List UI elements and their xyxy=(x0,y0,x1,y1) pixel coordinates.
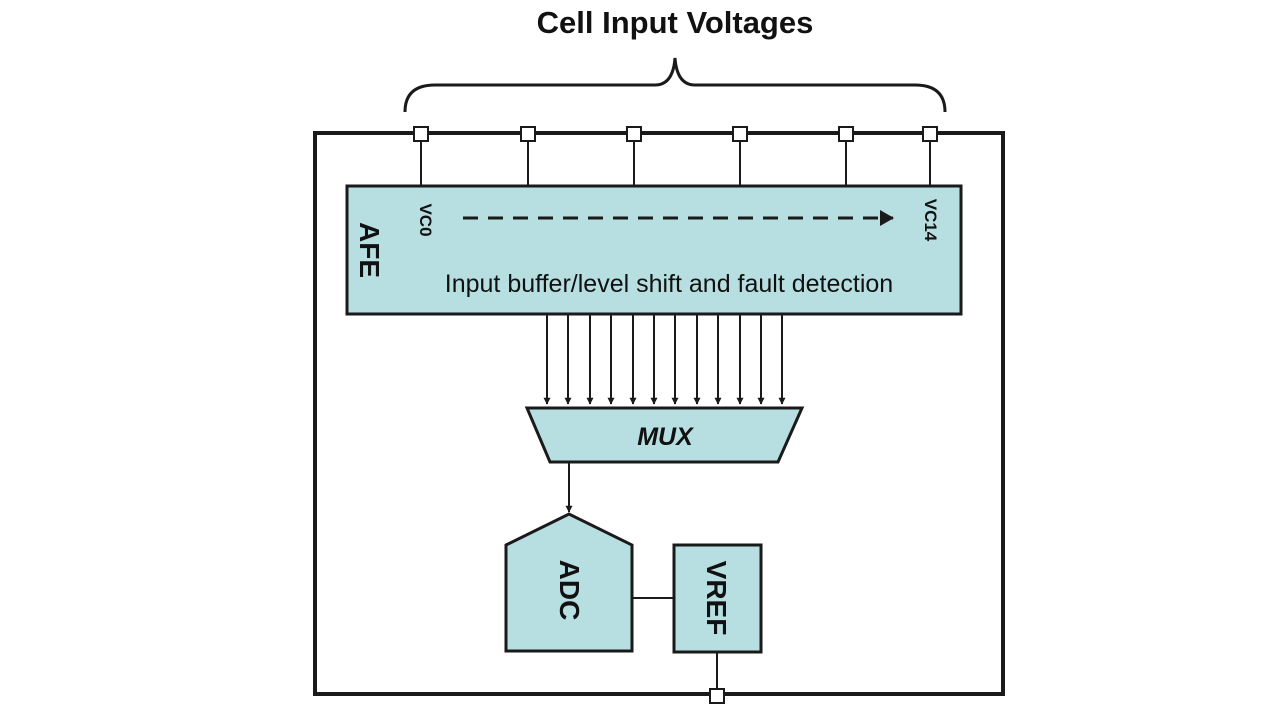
afe-description: Input buffer/level shift and fault detec… xyxy=(445,270,893,298)
input-pin xyxy=(626,126,642,142)
afe-box xyxy=(345,184,963,316)
diagram-title: Cell Input Voltages xyxy=(537,5,814,40)
adc-label: ADC xyxy=(554,560,585,621)
mux-block: MUX xyxy=(524,406,805,464)
chip-outline xyxy=(313,131,1005,696)
scan-arrowhead xyxy=(880,210,894,226)
vref-output-pin xyxy=(709,688,725,704)
input-pin xyxy=(922,126,938,142)
input-pin xyxy=(838,126,854,142)
input-pin xyxy=(413,126,429,142)
vc0-label: VC0 xyxy=(416,203,435,236)
mux-shape xyxy=(524,406,805,464)
vref-block: VREF xyxy=(672,543,763,654)
afe-block: AFE VC0 VC14 Input buffer/level shift an… xyxy=(345,184,963,316)
mux-label: MUX xyxy=(637,423,694,451)
input-pin xyxy=(520,126,536,142)
vc14-label: VC14 xyxy=(921,199,940,242)
vref-box xyxy=(672,543,763,654)
afe-label: AFE xyxy=(354,222,385,278)
afe-to-mux-arrows xyxy=(543,314,786,405)
input-pin xyxy=(732,126,748,142)
input-brace xyxy=(403,57,947,113)
input-pin-leads xyxy=(420,141,931,186)
adc-block: ADC xyxy=(504,512,634,653)
vref-label: VREF xyxy=(701,561,732,636)
input-pins xyxy=(413,126,938,142)
